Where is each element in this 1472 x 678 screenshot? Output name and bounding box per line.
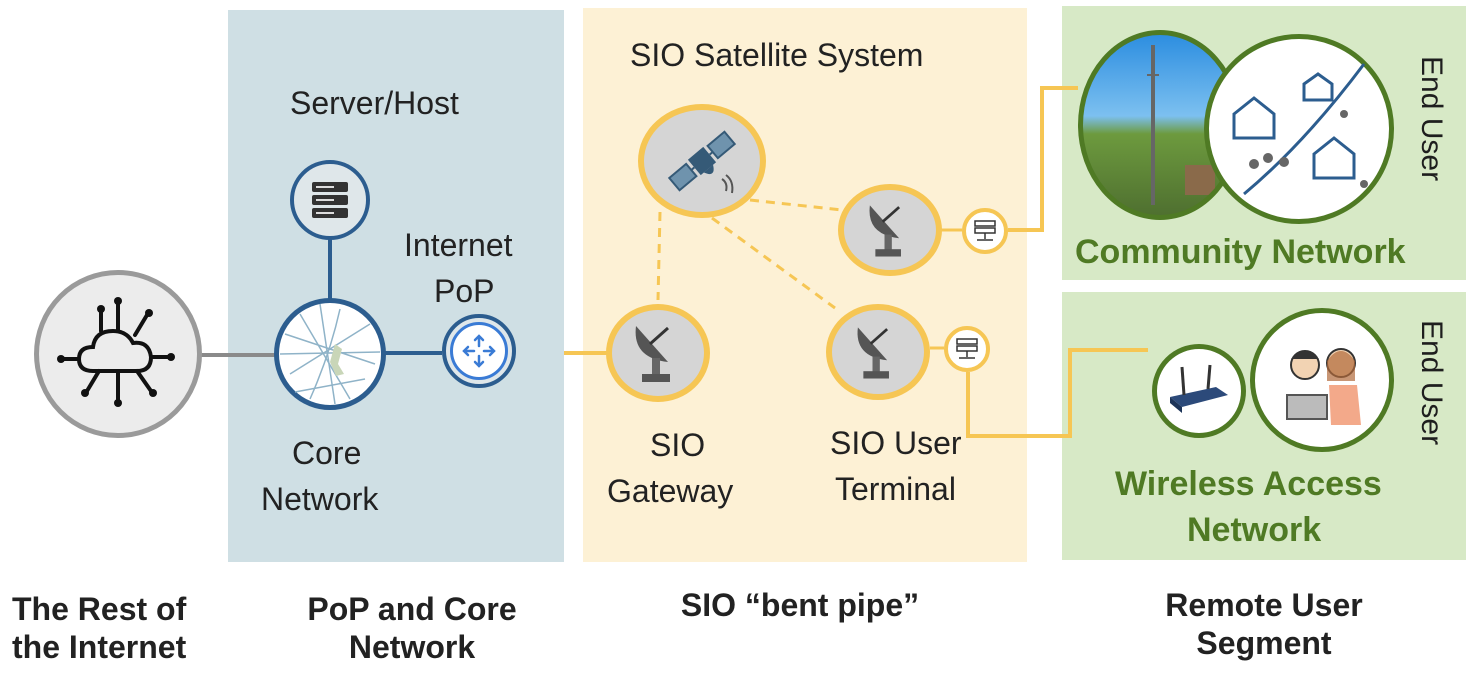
segment-remote-label: Remote User Segment [1165, 587, 1363, 662]
community-illustration [1204, 34, 1394, 224]
gateway-label-line1: SIO [650, 427, 706, 463]
tower-icon [1147, 45, 1215, 205]
satellite-system-label: SIO Satellite System [630, 37, 924, 73]
modem-icon [974, 220, 996, 241]
router-icon [462, 334, 496, 368]
internet-cloud-node [34, 270, 202, 438]
wireless-access-label-line2: Network [1187, 511, 1322, 549]
pop-core-panel [228, 10, 564, 562]
server-icon [312, 182, 348, 218]
server-host-label: Server/Host [290, 85, 459, 121]
community-network-label: Community Network [1075, 233, 1406, 271]
users-illustration [1250, 308, 1394, 452]
people-laptop-icon [1286, 348, 1361, 425]
wifi-router-icon [1170, 364, 1228, 413]
modem-icon [956, 338, 978, 359]
satellite-dish-icon [857, 327, 889, 379]
segment-bent-pipe-label: SIO “bent pipe” [680, 587, 920, 623]
core-label-line2: Network [261, 481, 379, 517]
terminal-dish-node-top [838, 184, 942, 276]
houses-people-icon [1232, 63, 1368, 196]
core-network-node [274, 298, 386, 410]
cable-map-icon [280, 304, 380, 404]
gateway-dish-node [606, 304, 710, 402]
segment-internet-label: The Rest of the Internet [12, 591, 187, 666]
gateway-label-line2: Gateway [607, 473, 734, 509]
internet-pop-label-line2: PoP [434, 273, 495, 309]
end-user-top-label: End User [1415, 56, 1448, 182]
router-device-node [1152, 344, 1246, 438]
terminal-modem-node-bottom [944, 326, 990, 372]
wireless-access-label-line1: Wireless Access [1115, 465, 1382, 503]
internet-pop-label-line1: Internet [404, 227, 513, 263]
terminal-label-line1: SIO User [830, 425, 962, 461]
cloud-network-icon [57, 297, 175, 407]
server-host-node [290, 160, 370, 240]
terminal-dish-node-bottom [826, 304, 930, 400]
terminal-label-line2: Terminal [835, 471, 956, 507]
segment-pop-core-label: PoP and Core Network [307, 591, 517, 666]
end-user-bottom-label: End User [1415, 320, 1448, 446]
satellite-dish-icon [635, 326, 670, 382]
terminal-modem-node-top [962, 208, 1008, 254]
satellite-icon [667, 130, 737, 194]
internet-pop-node [442, 314, 516, 388]
satellite-node [638, 104, 766, 218]
core-label-line1: Core [292, 435, 362, 471]
satellite-dish-icon [869, 205, 901, 257]
